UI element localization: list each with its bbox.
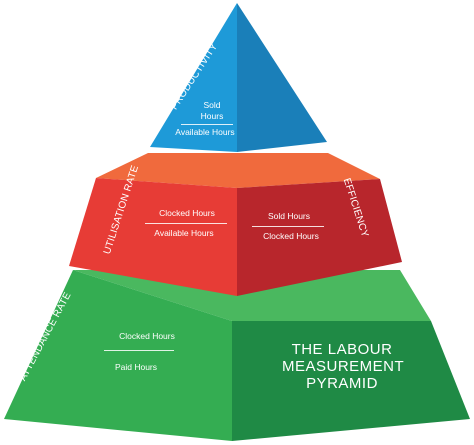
utilisation-numerator: Clocked Hours <box>159 208 215 218</box>
utilisation-denominator: Available Hours <box>154 228 214 238</box>
productivity-divider <box>181 124 233 125</box>
title-line-1: THE LABOUR <box>291 341 393 358</box>
middle-tier-top-face <box>96 153 380 188</box>
top-tier-left-face <box>150 3 237 152</box>
title-line-2: MEASUREMENT <box>282 358 405 375</box>
bottom-tier-left-face <box>4 270 232 441</box>
attendance-divider <box>104 350 174 351</box>
middle-tier-left-face <box>69 178 237 296</box>
attendance-denominator: Paid Hours <box>114 362 158 372</box>
title-line-3: PYRAMID <box>306 375 378 392</box>
middle-tier-right-face <box>237 179 402 296</box>
efficiency-numerator: Sold Hours <box>267 211 311 221</box>
productivity-denominator: Available Hours <box>175 127 235 137</box>
utilisation-divider <box>145 223 227 224</box>
efficiency-divider <box>252 226 324 227</box>
bottom-tier-top-face <box>73 270 431 321</box>
productivity-numerator: Sold Hours <box>200 100 224 121</box>
pyramid-title: THE LABOUR MEASUREMENT PYRAMID <box>282 341 405 392</box>
attendance-numerator: Clocked Hours <box>119 331 175 341</box>
efficiency-denominator: Clocked Hours <box>263 231 319 241</box>
top-tier-right-face <box>237 3 327 152</box>
bottom-tier-right-face <box>232 321 470 441</box>
